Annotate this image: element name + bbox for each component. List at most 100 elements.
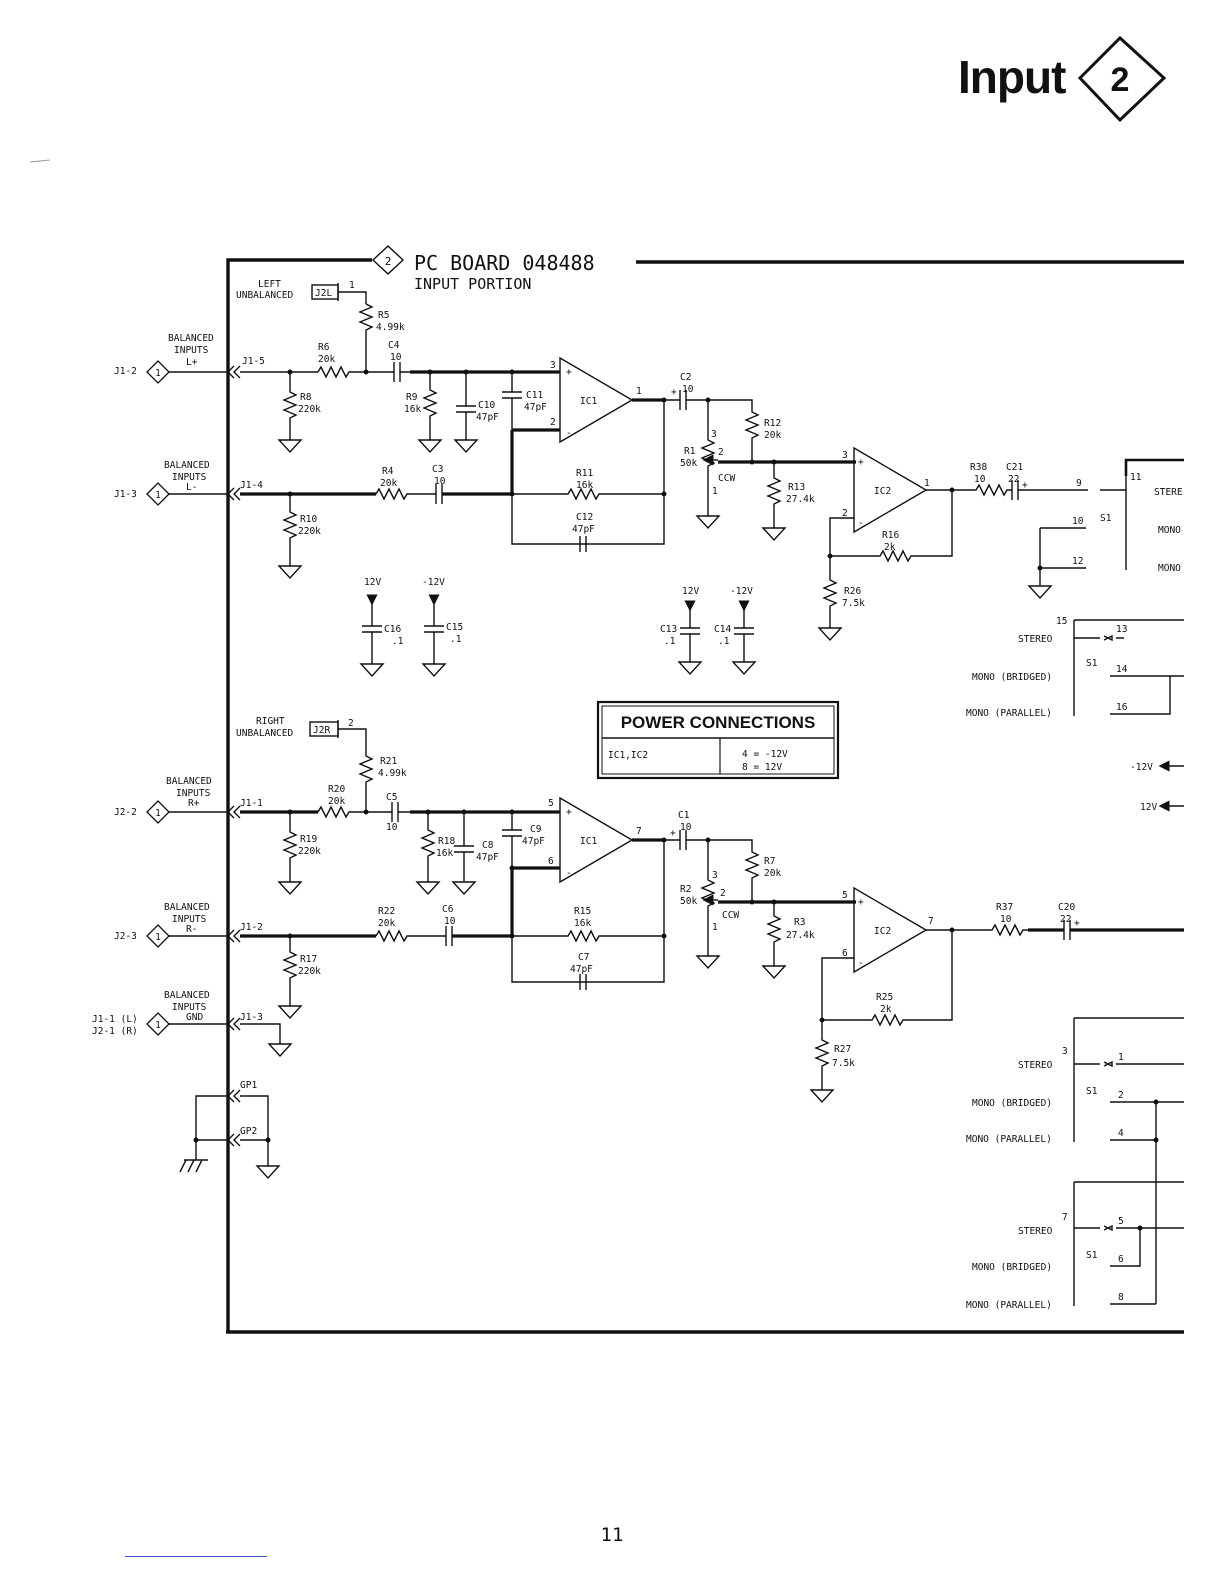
s1-mono-cut-2: MONO bbox=[1158, 563, 1181, 574]
svg-text:+: + bbox=[1074, 918, 1080, 929]
in-lp-label-2: INPUTS bbox=[174, 345, 209, 356]
pin-j1-2: J1-2 bbox=[240, 922, 263, 933]
c13-label: C13 bbox=[660, 624, 677, 635]
r2-label: R2 bbox=[680, 884, 691, 895]
switch-s1: 9 11 STERE MONO MONO S1 10 12 15 STEREO … bbox=[966, 458, 1184, 1311]
c21-label: C21 bbox=[1006, 462, 1023, 473]
c14-label: C14 bbox=[714, 624, 731, 635]
c9-value: 47pF bbox=[522, 836, 545, 847]
in-lp-label-3: L+ bbox=[186, 357, 198, 368]
diamond-4: 1 bbox=[155, 932, 161, 943]
r19-label: R19 bbox=[300, 834, 317, 845]
s1-b3-bridged: MONO (BRIDGED) bbox=[972, 1262, 1052, 1273]
s1-b3-stereo: STEREO bbox=[1018, 1226, 1053, 1237]
pin-j1-1: J1-1 bbox=[240, 798, 263, 809]
c20-label: C20 bbox=[1058, 902, 1075, 913]
board-diamond: 2 bbox=[385, 255, 392, 268]
r9-value: 16k bbox=[404, 404, 421, 415]
svg-text:3: 3 bbox=[1062, 1046, 1068, 1057]
diamond-5: 1 bbox=[155, 1020, 161, 1031]
s1-b1-label: S1 bbox=[1086, 658, 1098, 669]
svg-text:+: + bbox=[858, 897, 864, 908]
svg-text:+: + bbox=[566, 367, 572, 378]
conn-j1-3: J1-3 bbox=[114, 489, 137, 500]
in-rp-label-2: INPUTS bbox=[176, 788, 211, 799]
gp2-label: GP2 bbox=[240, 1126, 257, 1137]
j2r-pin: 2 bbox=[348, 718, 354, 729]
r15-value: 16k bbox=[574, 918, 591, 929]
c9-label: C9 bbox=[530, 824, 542, 835]
r5-value: 4.99k bbox=[376, 322, 405, 333]
svg-text:2: 2 bbox=[550, 417, 556, 428]
s1-top-label: S1 bbox=[1100, 513, 1112, 524]
r38-value: 10 bbox=[974, 474, 986, 485]
diamond-2: 1 bbox=[155, 490, 161, 501]
c2-value: 10 bbox=[682, 384, 694, 395]
s1-b2-label: S1 bbox=[1086, 1086, 1098, 1097]
r22-value: 20k bbox=[378, 918, 395, 929]
svg-text:12: 12 bbox=[1072, 556, 1083, 567]
svg-text:2: 2 bbox=[842, 508, 848, 519]
left-channel: LEFT UNBALANCED J2L 1 R5 4.99k BALANCED … bbox=[114, 279, 1080, 678]
power-table-pin8: 8 = 12V bbox=[742, 762, 782, 773]
ic1-left-label: IC1 bbox=[580, 396, 597, 407]
s1-b1-bridged: MONO (BRIDGED) bbox=[972, 672, 1052, 683]
c14-supply: -12V bbox=[730, 586, 753, 597]
r4-label: R4 bbox=[382, 466, 394, 477]
c11-label: C11 bbox=[526, 390, 543, 401]
svg-text:1: 1 bbox=[712, 486, 718, 497]
r8-value: 220k bbox=[298, 404, 321, 415]
r1-ccw: CCW bbox=[718, 473, 735, 484]
s1-mono-cut: MONO bbox=[1158, 525, 1181, 536]
c13-supply: 12V bbox=[682, 586, 699, 597]
r8-label: R8 bbox=[300, 392, 312, 403]
r3-label: R3 bbox=[794, 917, 805, 928]
r37-label: R37 bbox=[996, 902, 1013, 913]
power-table-ic: IC1,IC2 bbox=[608, 750, 648, 761]
in-lm-label-2: INPUTS bbox=[172, 472, 207, 483]
svg-text:1: 1 bbox=[712, 922, 718, 933]
right-channel: RIGHT UNBALANCED J2R 2 R21 4.99k BALANCE… bbox=[92, 716, 1184, 1180]
board-frame: 2 PC BOARD 048488 INPUT PORTION bbox=[226, 245, 1184, 1334]
in-lm-label-1: BALANCED bbox=[164, 460, 210, 471]
diamond-1: 1 bbox=[155, 368, 161, 379]
r11-value: 16k bbox=[576, 480, 593, 491]
svg-text:14: 14 bbox=[1116, 664, 1128, 675]
page-number: 11 bbox=[600, 1524, 624, 1546]
c21-value: 22 bbox=[1008, 474, 1019, 485]
svg-text:7: 7 bbox=[928, 916, 934, 927]
svg-text:1: 1 bbox=[924, 478, 930, 489]
svg-text:5: 5 bbox=[548, 798, 554, 809]
c15-label: C15 bbox=[446, 622, 463, 633]
in-gnd-label-2: INPUTS bbox=[172, 1002, 207, 1013]
s1-b3-label: S1 bbox=[1086, 1250, 1098, 1261]
right-unbal-label-2: UNBALANCED bbox=[236, 728, 293, 739]
r21-value: 4.99k bbox=[378, 768, 407, 779]
r37-value: 10 bbox=[1000, 914, 1012, 925]
r2-value: 50k bbox=[680, 896, 697, 907]
svg-text:6: 6 bbox=[842, 948, 848, 959]
conn-j2-3: J2-3 bbox=[114, 931, 137, 942]
svg-text:+: + bbox=[1022, 480, 1028, 491]
r11-label: R11 bbox=[576, 468, 593, 479]
svg-text:+: + bbox=[670, 828, 676, 839]
r13-label: R13 bbox=[788, 482, 805, 493]
in-rm-label-2: INPUTS bbox=[172, 914, 207, 925]
c4-label: C4 bbox=[388, 340, 400, 351]
r1-label: R1 bbox=[684, 446, 696, 457]
s1-p12-arrow: 12V bbox=[1140, 802, 1157, 813]
svg-text:3: 3 bbox=[711, 429, 717, 440]
in-rm-label-1: BALANCED bbox=[164, 902, 210, 913]
c1-value: 10 bbox=[680, 822, 692, 833]
svg-text:3: 3 bbox=[712, 870, 718, 881]
r13-value: 27.4k bbox=[786, 494, 815, 505]
in-lp-label-1: BALANCED bbox=[168, 333, 214, 344]
header-title: Input bbox=[958, 51, 1066, 103]
r2-ccw: CCW bbox=[722, 910, 739, 921]
svg-text:3: 3 bbox=[842, 450, 848, 461]
svg-text:4: 4 bbox=[1118, 1128, 1124, 1139]
svg-text:-: - bbox=[566, 868, 572, 879]
r12-value: 20k bbox=[764, 430, 781, 441]
r4-value: 20k bbox=[380, 478, 397, 489]
